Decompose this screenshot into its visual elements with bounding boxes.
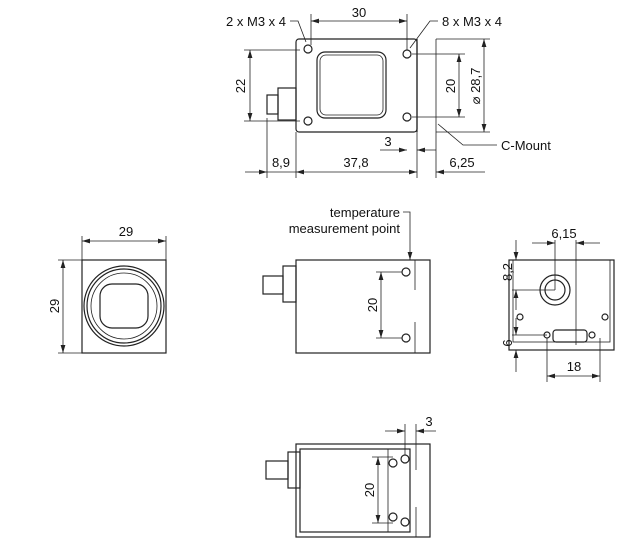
dim-bottom-holes: 20 [362,483,377,497]
back-view: 6,15 8,2 6 18 [500,226,615,382]
dim-back-left: 8,2 [500,263,515,281]
side-view: 20 temperature measurement point [262,205,431,354]
dim-connector: 8,9 [272,155,290,170]
dim-offset: 3 [384,134,391,149]
dim-back-bottom: 18 [567,359,581,374]
dim-back-top: 6,15 [551,226,576,241]
dim-height-right: 20 [443,79,458,93]
temp-label-line1: temperature [330,205,400,220]
dim-back-bottom-left: 6 [500,339,515,346]
holes-left-label: 2 x M3 x 4 [226,14,286,29]
bottom-view: 20 3 [265,414,436,538]
dim-diameter: 28,7 [468,68,483,93]
diameter-symbol: ⌀ [468,96,483,104]
dim-height-left: 22 [233,79,248,93]
dim-bottom-offset: 3 [425,414,432,429]
dim-mount: 6,25 [449,155,474,170]
svg-text:⌀ 28,7: ⌀ 28,7 [468,68,483,105]
dim-body: 37,8 [343,155,368,170]
temp-label-line2: measurement point [289,221,401,236]
dim-side-holes: 20 [365,298,380,312]
holes-right-label: 8 x M3 x 4 [442,14,502,29]
dim-front-height: 29 [47,299,62,313]
dim-width: 30 [352,5,366,20]
c-mount-label: C-Mount [501,138,551,153]
top-view: 30 2 x M3 x 4 8 x M3 x 4 22 20 ⌀ 28,7 C-… [226,5,551,178]
connector [266,87,297,121]
dim-front-width: 29 [119,224,133,239]
front-view: 29 29 [47,224,167,354]
